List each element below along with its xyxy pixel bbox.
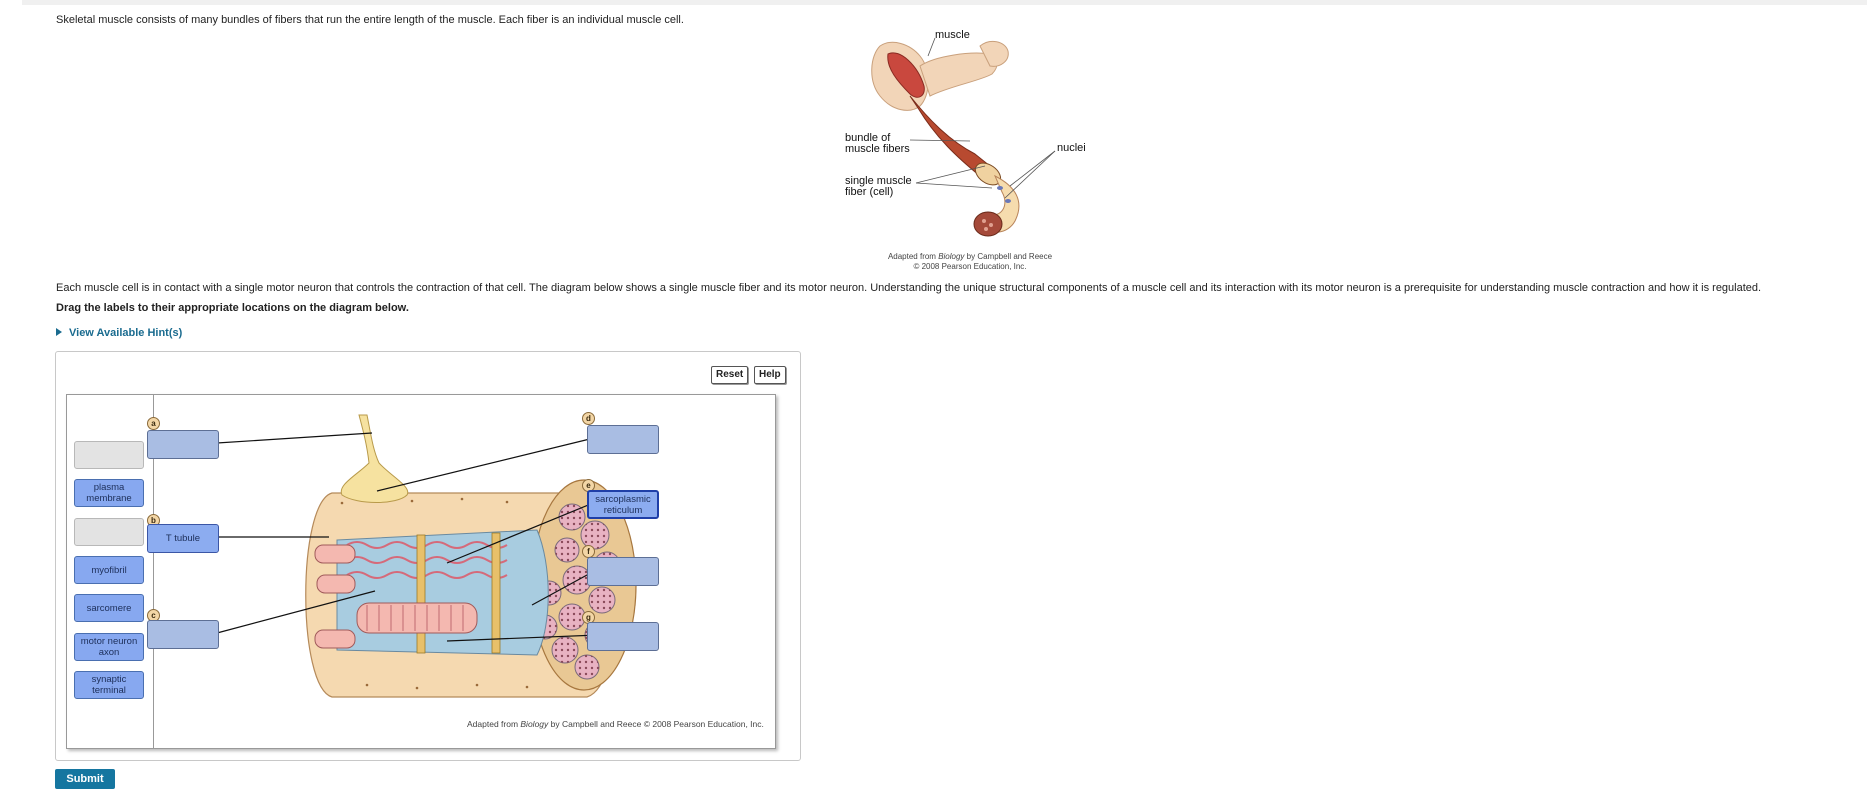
badge-d: d [582,412,595,425]
label-bundle-line2: muscle fibers [845,143,910,155]
drop-target-b-t-tubule[interactable]: T tubule [147,524,219,553]
muscle-overview-figure: muscle bundle of muscle fibers nuclei si… [840,26,1100,276]
label-chip-sarcomere[interactable]: sarcomere [74,594,144,622]
expand-triangle-icon [56,328,62,336]
label-chip-motor-neuron-axon[interactable]: motor neuron axon [74,633,144,661]
label-bank-divider [153,395,154,748]
figure-credit: Adapted from Biology by Campbell and Ree… [887,252,1053,271]
muscle-illustration [871,37,1056,237]
label-nuclei: nuclei [1057,142,1086,154]
drop-target-d[interactable] [587,425,659,454]
label-muscle: muscle [935,29,970,41]
intro-text: Skeletal muscle consists of many bundles… [56,14,684,26]
label-bundle-line1: bundle of [845,132,891,144]
help-button[interactable]: Help [754,366,786,384]
view-hints-link[interactable]: View Available Hint(s) [56,327,182,339]
drop-target-e-sarcoplasmic-reticulum[interactable]: sarcoplasmic reticulum [587,490,659,519]
label-chip-plasma-membrane[interactable]: plasma membrane [74,479,144,507]
label-bank-slot-empty [74,518,144,546]
diagram-canvas: plasma membrane myofibril sarcomere moto… [66,394,776,749]
drag-drop-panel: Reset Help plasma membrane myofibril sar… [55,351,801,761]
label-chip-synaptic-terminal[interactable]: synaptic terminal [74,671,144,699]
drop-target-g[interactable] [587,622,659,651]
label-single-fiber-line1: single muscle [845,175,912,187]
diagram-credit: Adapted from Biology by Campbell and Ree… [467,719,764,729]
reset-button[interactable]: Reset [711,366,749,384]
muscle-fiber-diagram [216,414,637,698]
top-bar [22,0,1867,5]
label-single-fiber-line2: fiber (cell) [845,186,894,198]
drop-target-f[interactable] [587,557,659,586]
badge-a: a [147,417,160,430]
submit-button[interactable]: Submit [55,769,115,789]
description-paragraph: Each muscle cell is in contact with a si… [56,282,1762,294]
label-bank-slot-empty [74,441,144,469]
instructions: Drag the labels to their appropriate loc… [56,302,409,314]
label-chip-myofibril[interactable]: myofibril [74,556,144,584]
drop-target-c[interactable] [147,620,219,649]
drop-target-a[interactable] [147,430,219,459]
